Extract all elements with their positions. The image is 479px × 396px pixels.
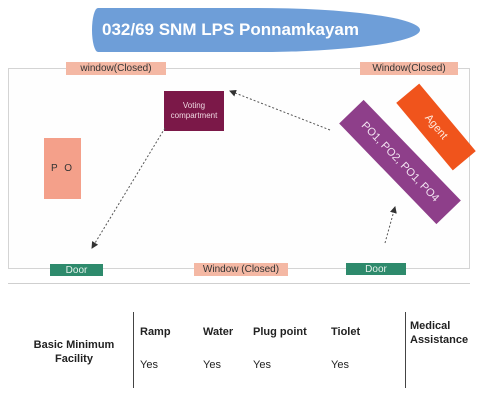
presiding-officer-box: P O — [44, 138, 81, 199]
water-value: Yes — [203, 359, 221, 371]
plug-point-value: Yes — [253, 359, 271, 371]
ramp-value: Yes — [140, 359, 158, 371]
facility-heading: Basic Minimum Facility — [33, 339, 115, 365]
facility-divider-right — [405, 312, 406, 388]
water-label: Water — [203, 326, 234, 338]
voting-compartment-box: Voting compartment — [164, 91, 224, 131]
medical-assistance-label: Medical Assistance — [410, 320, 469, 346]
window-top-left: window(Closed) — [66, 62, 166, 75]
toilet-value: Yes — [331, 359, 349, 371]
section-divider — [8, 283, 470, 284]
door-right: Door — [346, 263, 406, 275]
facility-divider-left — [133, 312, 134, 388]
window-bottom: Window (Closed) — [194, 263, 288, 276]
ramp-label: Ramp — [140, 326, 171, 338]
plug-point-label: Plug point — [253, 326, 307, 338]
title-banner: 032/69 SNM LPS Ponnamkayam — [92, 8, 420, 52]
page-title: 032/69 SNM LPS Ponnamkayam — [102, 20, 360, 39]
window-top-right: Window(Closed) — [360, 62, 458, 75]
door-left: Door — [50, 264, 103, 276]
toilet-label: Tiolet — [331, 326, 361, 338]
